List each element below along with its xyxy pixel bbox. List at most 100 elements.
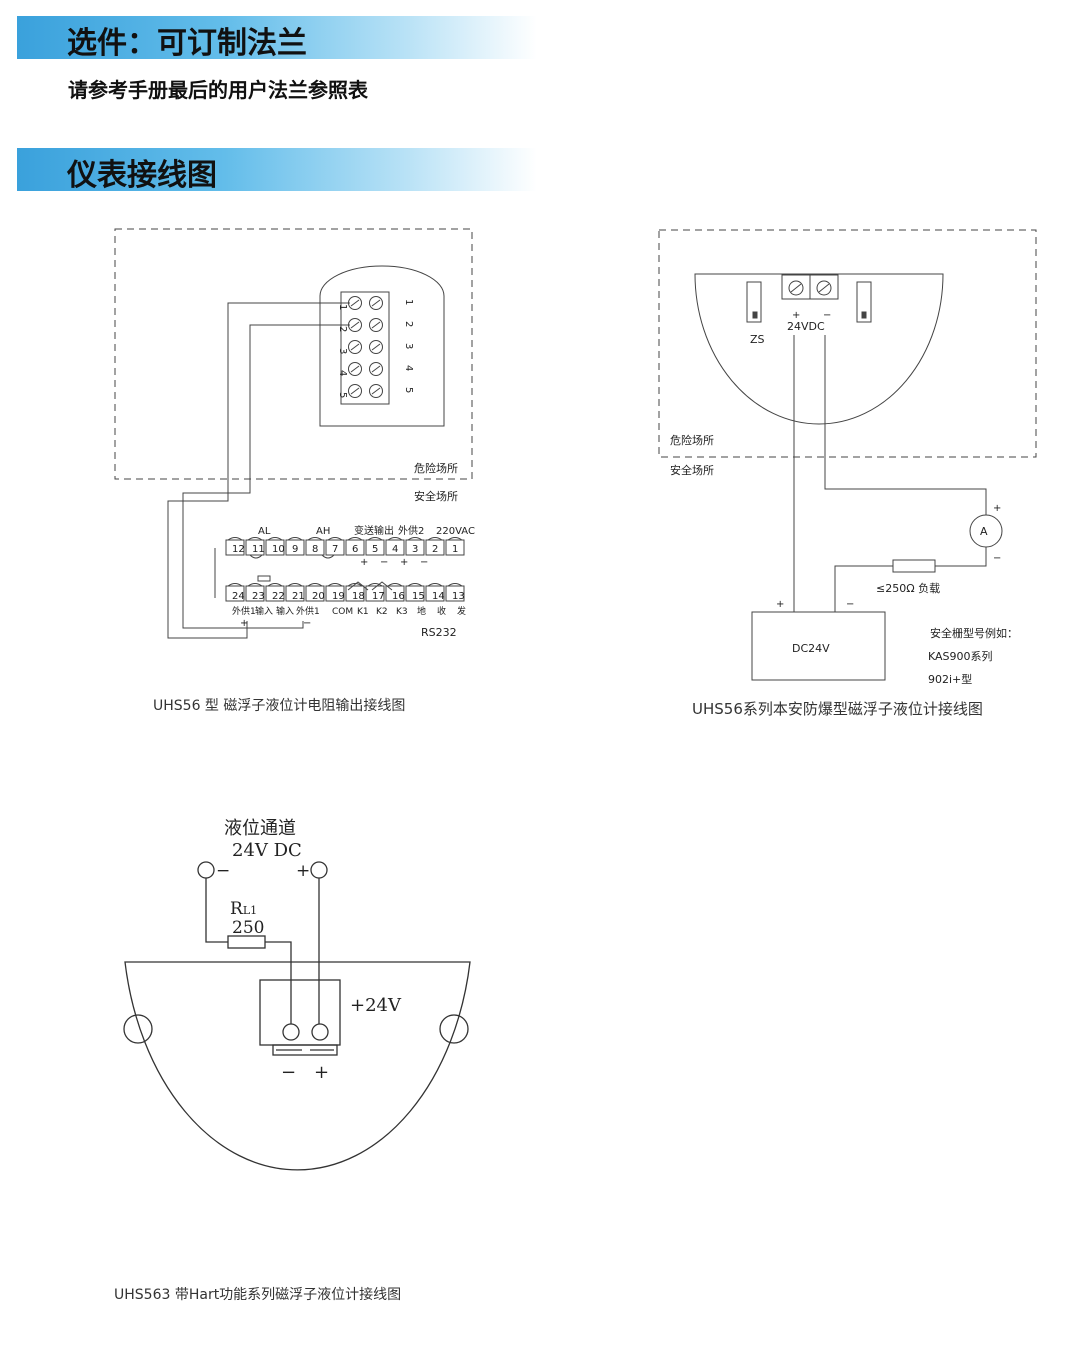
top-terminal-number-10: 10	[272, 544, 285, 555]
ammeter-plus: +	[993, 503, 1001, 514]
bottom-label-6: K2	[376, 607, 388, 617]
top-terminal-number-9: 9	[292, 544, 298, 555]
row-number-left-1: 1	[337, 304, 348, 310]
bottom-terminal-cap-19	[327, 583, 343, 587]
top-terminal-cap-5	[367, 537, 383, 541]
bottom-label-8: 地	[417, 605, 426, 617]
screw-slot-2b	[371, 321, 381, 329]
resistor-name: RL1	[230, 899, 257, 919]
top-terminal-number-8: 8	[312, 544, 318, 555]
terminal-strip-bottom	[225, 583, 465, 602]
bottom-terminal-13	[445, 585, 465, 602]
group-label-0: AL	[258, 526, 271, 537]
bottom-sign-1: −	[303, 618, 311, 629]
wire-ammeter	[935, 547, 987, 567]
bottom-terminal-24	[225, 585, 245, 602]
hazard-label: 危险场所	[414, 461, 458, 475]
terminal-screw-4b	[369, 362, 383, 376]
top-terminal-10	[265, 539, 285, 556]
bottom-terminal-number-24: 24	[232, 591, 245, 602]
bottom-terminal-cap-24	[227, 583, 243, 587]
row-number-right-5: 5	[403, 387, 414, 393]
group-label-4: 220VAC	[436, 526, 475, 537]
terminal-screws	[348, 296, 383, 398]
board-supply-label: +24V	[350, 995, 402, 1016]
load-label: ≤250Ω 负载	[876, 581, 940, 595]
minus-sign: −	[823, 310, 831, 321]
terminal-plus	[311, 1023, 329, 1041]
top-sign-0: +	[360, 557, 368, 568]
hazard-zone-box	[658, 229, 1037, 458]
row-number-right-2: 2	[403, 321, 414, 327]
wire-minus-right	[265, 941, 292, 1024]
group-label-3: 外供2	[398, 524, 424, 537]
bottom-terminal-cap-18	[347, 583, 363, 587]
supply-terminal-minus	[197, 861, 215, 879]
row-number-right-1: 1	[403, 299, 414, 305]
wiring-title: 仪表接线图	[67, 158, 217, 193]
top-terminal-signs: +−+−	[360, 557, 428, 568]
bottom-terminal-number-17: 17	[372, 591, 385, 602]
options-title: 选件：可订制法兰	[67, 26, 307, 61]
bottom-terminal-17	[365, 585, 385, 602]
bottom-terminal-cap-22	[267, 583, 283, 587]
options-banner: 选件：可订制法兰	[17, 16, 537, 61]
supply-plus: +	[296, 861, 310, 881]
bottom-terminal-15	[405, 585, 425, 602]
board-minus: −	[281, 1062, 296, 1083]
bottom-terminal-21	[285, 585, 305, 602]
bottom-label-1: 输入	[255, 605, 273, 617]
bottom-terminal-19	[325, 585, 345, 602]
reed-switch-right	[856, 281, 872, 323]
top-terminal-number-7: 7	[332, 544, 338, 555]
bottom-terminal-number-20: 20	[312, 591, 325, 602]
top-terminal-cap-10	[267, 537, 283, 541]
row-number-right-4: 4	[403, 365, 414, 371]
top-terminal-number-11: 11	[252, 544, 265, 555]
terminal-clip	[272, 1044, 338, 1056]
wire-1	[167, 302, 350, 639]
safe-label: 安全场所	[414, 489, 458, 503]
terminal-minus	[282, 1023, 300, 1041]
terminal-screw-plus	[788, 280, 804, 296]
terminal-screw-5b	[369, 384, 383, 398]
board-plus: +	[314, 1062, 329, 1083]
top-terminal-cap-9	[287, 537, 303, 541]
bottom-label-10: 发	[457, 605, 466, 617]
bottom-terminal-number-13: 13	[452, 591, 465, 602]
top-sign-2: +	[400, 557, 408, 568]
sensor-head	[319, 265, 445, 427]
hazard-zone-box	[114, 228, 473, 480]
bottom-terminal-cap-17	[367, 583, 383, 587]
diagram-hart	[123, 861, 471, 1171]
bottom-label-9: 收	[437, 605, 446, 617]
hazard-label: 危险场所	[670, 433, 714, 447]
supply-terminal-plus	[310, 861, 328, 879]
bottom-label-4: COM	[332, 607, 353, 617]
plus-sign: +	[792, 310, 800, 321]
dc-minus: −	[846, 599, 854, 610]
screw-slot-4b	[371, 365, 381, 373]
dc-plus: +	[776, 599, 784, 610]
top-terminal-4	[385, 539, 405, 556]
top-terminal-number-4: 4	[392, 544, 398, 555]
screw-slot-1a	[350, 299, 360, 307]
resistor-name-letter: R	[230, 899, 244, 919]
bottom-sign-0: +	[240, 618, 248, 629]
barrier-model-1: KAS900系列	[928, 649, 993, 663]
terminal-screw-1b	[369, 296, 383, 310]
top-terminal-7	[325, 539, 345, 556]
bottom-terminal-cap-14	[427, 583, 443, 587]
screw-slot-3b	[371, 343, 381, 351]
safe-label: 安全场所	[670, 463, 714, 477]
wire-minus	[824, 335, 987, 515]
sensor-head	[694, 273, 944, 425]
row-number-left-2: 2	[337, 326, 348, 332]
diagram-intrinsic-safe	[658, 229, 1037, 681]
bottom-terminal-number-22: 22	[272, 591, 285, 602]
screw-slot-5b	[371, 387, 381, 395]
terminal-screw-minus	[816, 280, 832, 296]
